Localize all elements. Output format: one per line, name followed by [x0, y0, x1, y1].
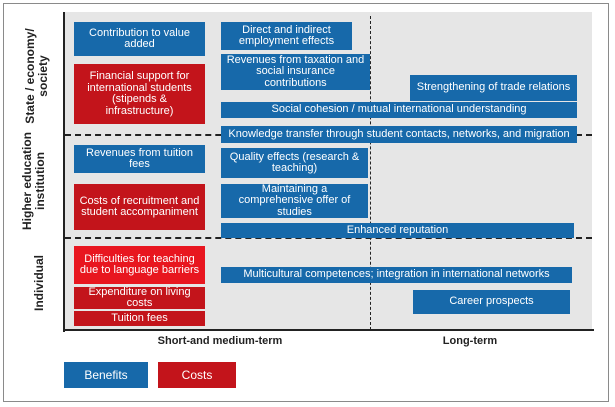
row-label-state: State / economy/ society: [23, 28, 50, 124]
box-strengthening-trade: Strengthening of trade relations: [410, 75, 577, 101]
row-divider-2: [65, 237, 592, 239]
box-contribution-value-added: Contribution to value added: [74, 22, 205, 56]
box-maintaining-offer: Maintaining a comprehensive offer of stu…: [221, 183, 368, 218]
box-knowledge-transfer: Knowledge transfer through student conta…: [221, 126, 577, 143]
legend-benefits: Benefits: [64, 362, 148, 388]
box-career-prospects: Career prospects: [413, 290, 570, 314]
box-expenditure-living: Expenditure on living costs: [74, 286, 205, 309]
y-axis: [63, 12, 65, 332]
column-label-short-term: Short-and medium-term: [157, 335, 283, 347]
row-label-individual: Individual: [32, 255, 46, 312]
box-revenues-tuition: Revenues from tuition fees: [74, 145, 205, 173]
box-multicultural: Multicultural competences; integration i…: [221, 267, 572, 283]
legend-costs: Costs: [158, 362, 236, 388]
box-financial-support: Financial support for international stud…: [74, 64, 205, 124]
column-divider: [370, 16, 371, 330]
box-difficulties-teaching: Difficulties for teaching due to languag…: [74, 246, 205, 284]
box-tuition-fees: Tuition fees: [74, 311, 205, 326]
box-costs-recruitment: Costs of recruitment and student accompa…: [74, 184, 205, 230]
box-direct-indirect-employment: Direct and indirect employment effects: [221, 22, 352, 50]
box-revenues-taxation: Revenues from taxation and social insura…: [221, 54, 370, 90]
box-social-cohesion: Social cohesion / mutual international u…: [221, 102, 577, 118]
x-axis: [63, 329, 594, 331]
box-quality-effects: Quality effects (research & teaching): [221, 148, 368, 178]
column-label-long-term: Long-term: [442, 335, 498, 347]
box-enhanced-reputation: Enhanced reputation: [221, 223, 574, 238]
row-label-institution: Higher education institution: [20, 132, 47, 231]
